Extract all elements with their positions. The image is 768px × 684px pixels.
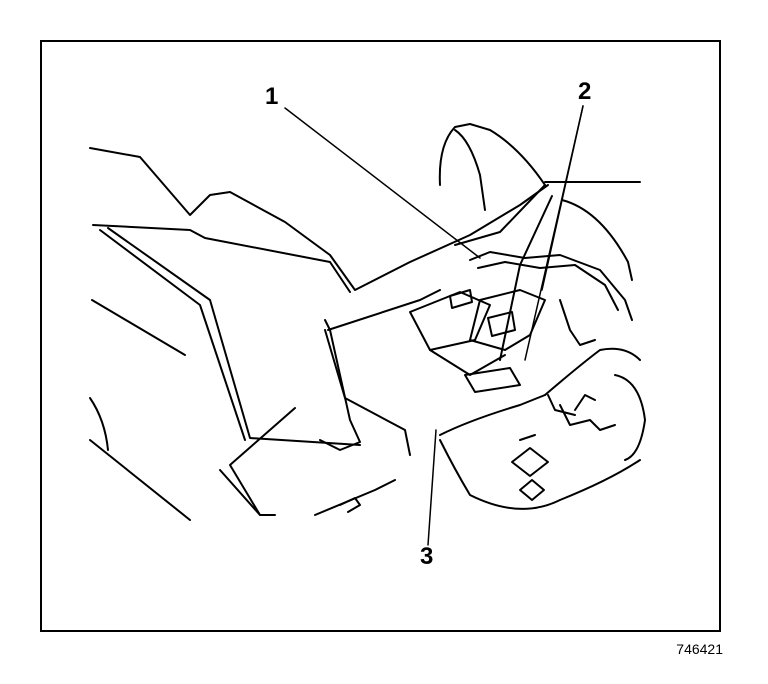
callout-3: 3 [420,543,434,570]
wiring-harness-connectors [409,251,633,431]
steering-column-shroud [438,123,646,510]
callout-2: 2 [578,78,592,105]
instrument-panel-outline [89,147,549,521]
callout-1: 1 [265,83,279,110]
figure-id: 746421 [676,641,723,657]
leader-lines [284,105,584,546]
figure-frame [40,40,721,632]
